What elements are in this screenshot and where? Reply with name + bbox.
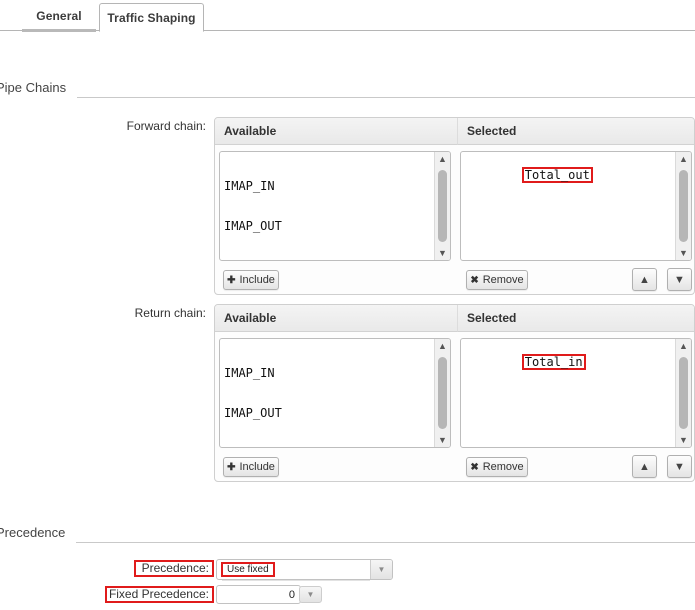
scroll-up-icon[interactable]: ▲	[676, 339, 691, 353]
scroll-thumb[interactable]	[438, 170, 447, 242]
forward-selected-listbox[interactable]: Total_out ▲ ▼	[460, 151, 692, 261]
forward-remove-button[interactable]: ✖ Remove	[466, 270, 528, 290]
precedence-legend: Precedence	[0, 525, 71, 540]
caret-down-icon[interactable]: ▼	[299, 586, 322, 603]
plus-icon: ✚	[227, 462, 235, 473]
forward-available-items[interactable]: IMAP_IN IMAP_OUT Total_in web_traffic_in…	[223, 154, 333, 261]
forward-selected-header-label: Selected	[458, 124, 516, 138]
chevron-up-icon: ▲	[639, 461, 650, 473]
scroll-up-icon[interactable]: ▲	[435, 152, 450, 166]
list-item-highlighted[interactable]: Total_out	[522, 167, 593, 183]
return-available-scrollbar[interactable]: ▲ ▼	[434, 339, 450, 447]
scroll-down-icon[interactable]: ▼	[435, 433, 450, 447]
cross-icon: ✖	[470, 275, 478, 286]
return-available-header: Available	[215, 305, 458, 332]
scroll-down-icon[interactable]: ▼	[676, 246, 691, 260]
forward-available-header: Available	[215, 118, 458, 145]
list-item[interactable]: IMAP_OUT	[223, 220, 333, 233]
tab-bar: General Traffic Shaping	[0, 0, 695, 31]
forward-selected-header: Selected	[458, 118, 694, 145]
return-remove-button[interactable]: ✖ Remove	[466, 457, 528, 477]
precedence-rule	[76, 542, 695, 543]
scroll-thumb[interactable]	[438, 357, 447, 429]
return-selected-header-label: Selected	[458, 311, 516, 325]
forward-available-listbox[interactable]: IMAP_IN IMAP_OUT Total_in web_traffic_in…	[219, 151, 451, 261]
return-selected-listbox[interactable]: Total_in ▲ ▼	[460, 338, 692, 448]
return-available-items[interactable]: IMAP_IN IMAP_OUT Total_out web_traffic_i…	[223, 341, 333, 448]
fixed-precedence-input[interactable]: 0 ▼	[216, 585, 301, 604]
precedence-field-label: Precedence:	[134, 560, 214, 577]
forward-remove-label: Remove	[483, 274, 524, 286]
cross-icon: ✖	[470, 462, 478, 473]
scroll-thumb[interactable]	[679, 170, 688, 242]
tab-general-label: General	[36, 9, 81, 23]
tab-traffic-shaping-label: Traffic Shaping	[107, 11, 195, 25]
return-move-down-button[interactable]: ▼	[667, 455, 692, 478]
scroll-up-icon[interactable]: ▲	[676, 152, 691, 166]
return-move-up-button[interactable]: ▲	[632, 455, 657, 478]
forward-chain-panel: Available Selected IMAP_IN IMAP_OUT Tota…	[214, 117, 695, 295]
tab-general[interactable]: General	[22, 3, 96, 32]
fixed-precedence-value: 0	[289, 586, 295, 603]
list-item-highlighted[interactable]: Total_in	[522, 354, 586, 370]
forward-move-up-button[interactable]: ▲	[632, 268, 657, 291]
chevron-up-icon: ▲	[639, 274, 650, 286]
scroll-down-icon[interactable]: ▼	[676, 433, 691, 447]
return-available-listbox[interactable]: IMAP_IN IMAP_OUT Total_out web_traffic_i…	[219, 338, 451, 448]
return-remove-label: Remove	[483, 461, 524, 473]
return-chain-label: Return chain:	[60, 306, 206, 320]
return-include-button[interactable]: ✚ Include	[223, 457, 279, 477]
return-available-header-label: Available	[215, 311, 276, 325]
plus-icon: ✚	[227, 275, 235, 286]
return-chain-panel: Available Selected IMAP_IN IMAP_OUT Tota…	[214, 304, 695, 482]
return-include-label: Include	[239, 461, 274, 473]
pipe-chains-rule	[77, 97, 695, 98]
forward-available-scrollbar[interactable]: ▲ ▼	[434, 152, 450, 260]
return-selected-scrollbar[interactable]: ▲ ▼	[675, 339, 691, 447]
chevron-down-icon: ▼	[674, 274, 685, 286]
scroll-up-icon[interactable]: ▲	[435, 339, 450, 353]
forward-available-header-label: Available	[215, 124, 276, 138]
forward-include-button[interactable]: ✚ Include	[223, 270, 279, 290]
tab-traffic-shaping[interactable]: Traffic Shaping	[99, 3, 204, 32]
pipe-chains-legend: Pipe Chains	[0, 80, 72, 95]
forward-include-label: Include	[239, 274, 274, 286]
forward-selected-scrollbar[interactable]: ▲ ▼	[675, 152, 691, 260]
forward-chain-label: Forward chain:	[60, 119, 206, 133]
chevron-down-icon: ▼	[674, 461, 685, 473]
caret-down-icon[interactable]: ▼	[370, 560, 392, 579]
scroll-down-icon[interactable]: ▼	[435, 246, 450, 260]
precedence-dropdown[interactable]: Use fixed ▼	[216, 559, 393, 580]
fixed-precedence-field-label: Fixed Precedence:	[105, 586, 214, 603]
list-item[interactable]: IMAP_OUT	[223, 407, 333, 420]
precedence-dropdown-value: Use fixed	[221, 562, 275, 577]
list-item[interactable]: Total_out	[223, 447, 333, 448]
list-item[interactable]: Total_in	[223, 260, 333, 261]
scroll-thumb[interactable]	[679, 357, 688, 429]
precedence-dropdown-shadow	[222, 580, 370, 581]
forward-move-down-button[interactable]: ▼	[667, 268, 692, 291]
forward-selected-items[interactable]: Total_out	[464, 154, 593, 196]
list-item[interactable]: IMAP_IN	[223, 180, 333, 193]
return-selected-header: Selected	[458, 305, 694, 332]
return-selected-items[interactable]: Total_in	[464, 341, 586, 383]
list-item[interactable]: IMAP_IN	[223, 367, 333, 380]
